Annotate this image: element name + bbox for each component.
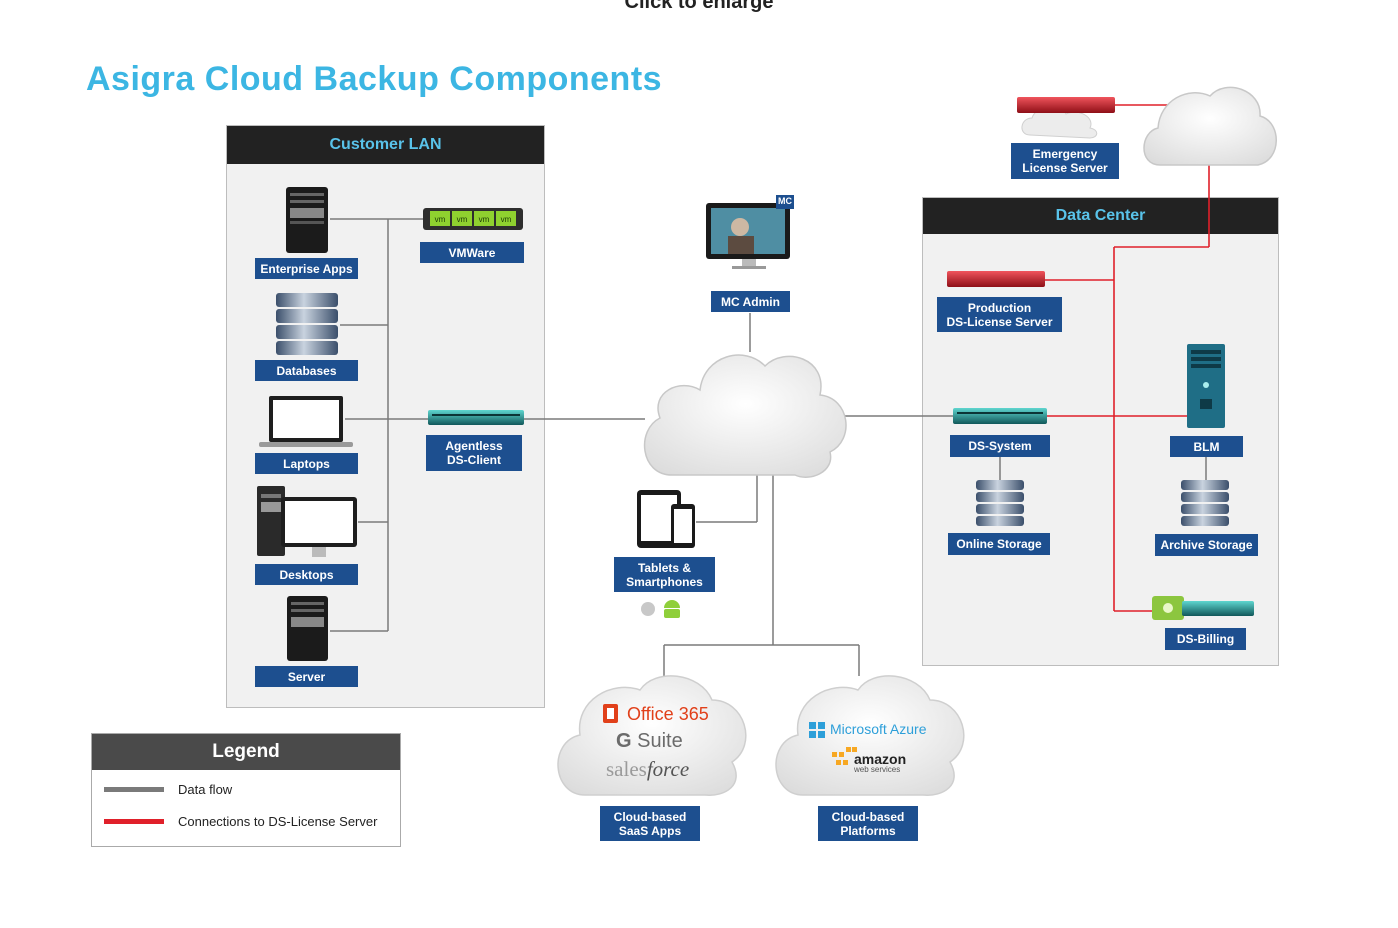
office365-icon <box>603 704 618 723</box>
blm-tower-icon <box>1187 344 1225 428</box>
legend-data-flow: Data flow <box>104 782 232 797</box>
legend: Legend Data flow Connections to DS-Licen… <box>91 733 401 847</box>
microsoft-azure-icon <box>809 722 825 738</box>
emergency-line1: Emergency <box>1032 147 1098 161</box>
amazon-text: amazon <box>854 751 907 767</box>
desktops-label: Desktops <box>255 564 358 585</box>
enterprise-apps-label: Enterprise Apps <box>255 258 358 279</box>
archive-storage-icon <box>1181 480 1229 526</box>
saas-apps-label: Cloud-based SaaS Apps <box>600 806 700 841</box>
vm-tag: vm <box>435 215 446 224</box>
platforms-line2: Platforms <box>840 823 896 838</box>
production-line2: DS-License Server <box>946 314 1053 329</box>
gsuite-g: G <box>616 730 632 752</box>
ds-billing-label: DS-Billing <box>1165 628 1246 650</box>
mc-admin-label: MC Admin <box>711 291 790 312</box>
sales-word: sales <box>606 757 647 781</box>
web-services-text: web services <box>854 765 901 774</box>
force-word: force <box>646 757 690 781</box>
small-cloud-icon <box>1021 106 1098 139</box>
saas-line1: Cloud-based <box>613 809 687 824</box>
legend-heading: Legend <box>92 734 400 770</box>
top-caption[interactable]: Click to enlarge <box>624 0 774 13</box>
production-license-server-label: Production DS-License Server <box>937 297 1062 332</box>
server-label: Server <box>255 666 358 687</box>
vm-tag: vm <box>501 215 512 224</box>
agentless-line1: Agentless <box>445 439 503 453</box>
online-storage-label: Online Storage <box>948 533 1050 555</box>
office365-text: Office 365 <box>627 704 709 724</box>
apple-icon <box>641 602 655 616</box>
agentless-ds-client-label: Agentless DS-Client <box>426 435 522 471</box>
laptops-label: Laptops <box>255 453 358 474</box>
android-icon <box>664 600 680 618</box>
license-swatch <box>104 819 164 824</box>
ds-system-icon <box>953 408 1047 424</box>
page-title: Asigra Cloud Backup Components <box>86 60 663 98</box>
vmware-icon: vm vm vm vm <box>423 208 523 230</box>
tablets-line2: Smartphones <box>626 574 703 589</box>
blm-label: BLM <box>1170 436 1243 457</box>
mc-admin-monitor-icon <box>706 195 794 269</box>
laptop-icon <box>259 396 353 447</box>
cloud-platforms-label: Cloud-based Platforms <box>818 806 918 841</box>
emergency-license-server-label: Emergency License Server <box>1011 143 1119 179</box>
online-storage-icon <box>976 480 1024 526</box>
databases-icon <box>276 293 338 355</box>
data-flow-text: Data flow <box>178 782 233 797</box>
salesforce-text: salesforce <box>606 757 689 782</box>
aws-icon <box>832 747 857 765</box>
enterprise-apps-icon <box>286 187 328 253</box>
internet-cloud-icon <box>643 354 847 478</box>
platforms-cloud-icon <box>775 675 965 796</box>
desktop-icon <box>257 486 357 557</box>
vmware-label: VMWare <box>420 242 524 263</box>
vm-tag: vm <box>479 215 490 224</box>
emergency-cloud-icon <box>1143 86 1277 166</box>
gsuite-word: Suite <box>637 730 683 752</box>
tablets-line1: Tablets & <box>637 560 692 575</box>
legend-license: Connections to DS-License Server <box>104 814 377 829</box>
tablet-smartphone-icon <box>637 490 695 548</box>
server-icon <box>287 596 328 661</box>
mc-badge: MC <box>778 196 792 206</box>
agentless-ds-client-icon <box>428 410 524 425</box>
archive-storage-label: Archive Storage <box>1155 534 1258 556</box>
emergency-line2: License Server <box>1022 161 1108 175</box>
ds-system-label: DS-System <box>950 435 1050 457</box>
license-text: Connections to DS-License Server <box>178 814 378 829</box>
ds-billing-icon <box>1152 596 1254 620</box>
production-license-server-icon <box>947 271 1045 287</box>
data-flow-swatch <box>104 787 164 792</box>
data-center-heading: Data Center <box>923 198 1278 234</box>
vm-tag: vm <box>457 215 468 224</box>
tablets-smartphones-label: Tablets & Smartphones <box>614 557 715 592</box>
platforms-line1: Cloud-based <box>831 809 905 824</box>
agentless-line2: DS-Client <box>447 453 501 467</box>
databases-label: Databases <box>255 360 358 381</box>
production-line1: Production <box>967 300 1032 315</box>
customer-lan-heading: Customer LAN <box>227 126 544 164</box>
microsoft-azure-text: Microsoft Azure <box>830 721 927 737</box>
emergency-license-server-icon <box>1017 97 1115 113</box>
saas-line2: SaaS Apps <box>618 823 682 838</box>
gsuite-text: G Suite <box>616 730 683 753</box>
